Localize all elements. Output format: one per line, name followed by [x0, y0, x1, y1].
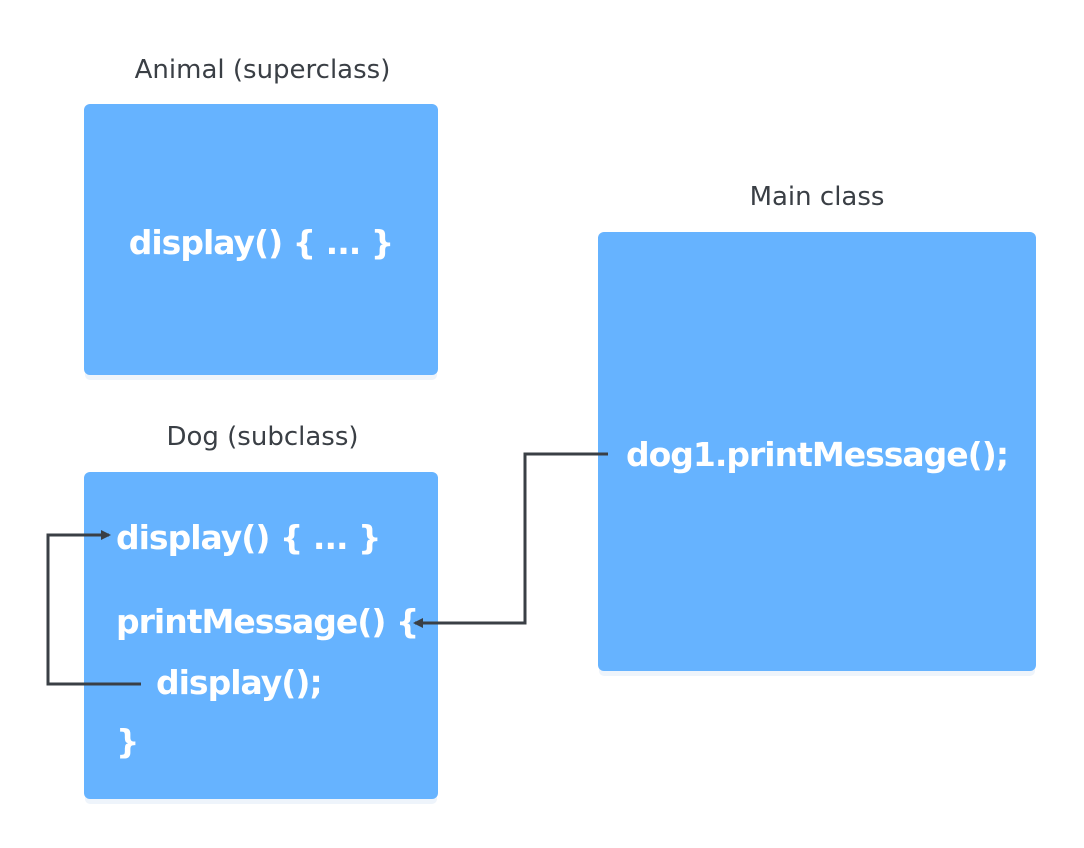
dog-display-call: display(); [156, 663, 323, 702]
dog-class-title: Dog (subclass) [166, 422, 359, 452]
dog-display-method: display() { ... } [116, 518, 381, 557]
animal-class-title: Animal (superclass) [134, 55, 391, 85]
dog-closing-brace: } [116, 722, 139, 761]
main-class-title: Main class [749, 182, 885, 212]
dog-class-box: display() { ... } printMessage() { displ… [84, 472, 438, 799]
main-to-print-message-arrow [413, 452, 608, 628]
main-print-message-call: dog1.printMessage(); [625, 435, 1009, 474]
dog-print-message-method: printMessage() { [116, 602, 419, 641]
main-class-box: dog1.printMessage(); [598, 232, 1036, 671]
animal-display-method: display() { ... } [128, 223, 395, 262]
animal-class-box: display() { ... } [84, 104, 438, 375]
